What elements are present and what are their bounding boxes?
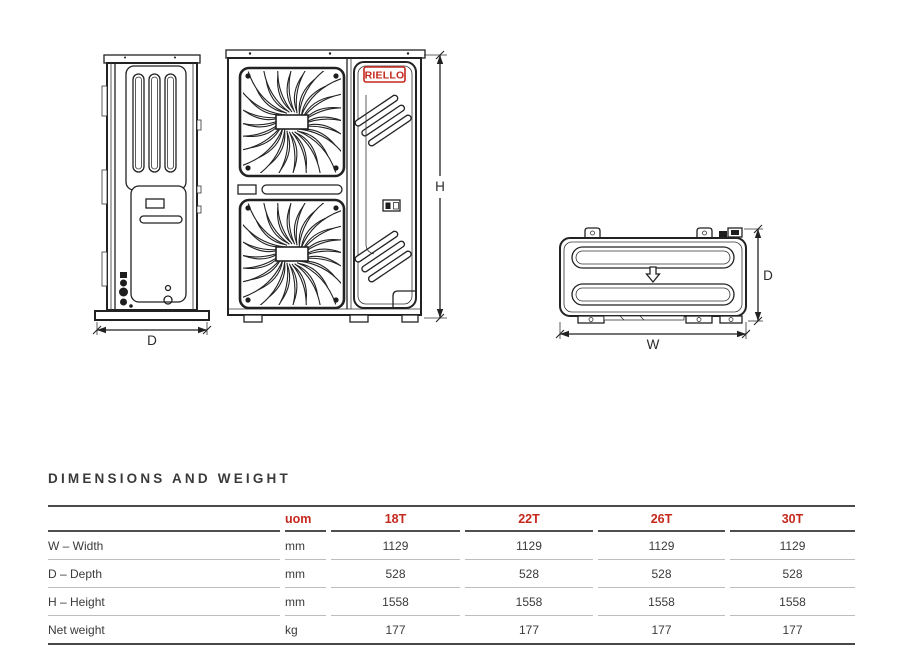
airflow-arrow-icon — [645, 266, 661, 284]
front-view-drawing: RIELLO H — [215, 45, 447, 331]
value-cell: 528 — [598, 560, 725, 588]
value-cell: 177 — [385, 623, 406, 637]
top-width-dimension: W — [555, 322, 751, 352]
dimension-label-side-depth: D — [147, 333, 157, 348]
brand-logo: RIELLO — [363, 66, 406, 83]
column-header-blank — [48, 507, 280, 532]
top-view-drawing: W D — [555, 224, 773, 352]
value-cell: 1558 — [331, 588, 460, 616]
row-label: W – Width — [48, 532, 280, 560]
value-cell: 528 — [465, 560, 593, 588]
top-depth-dimension: D — [744, 224, 773, 326]
row-label: H – Height — [48, 588, 280, 616]
value-cell: 1129 — [465, 532, 593, 560]
dimension-label-height: H — [435, 179, 445, 194]
value-cell: 528 — [331, 560, 460, 588]
column-header-18t: 18T — [331, 507, 460, 532]
value-cell: 1129 — [331, 532, 460, 560]
brand-logo-text: RIELLO — [365, 70, 405, 82]
value-cell: 1558 — [598, 588, 725, 616]
value-cell: 1129 — [598, 532, 725, 560]
dimension-label-top-depth: D — [763, 268, 773, 283]
side-depth-dimension: D — [92, 322, 212, 348]
row-label: D – Depth — [48, 560, 280, 588]
technical-drawings: D RIELLO — [92, 0, 773, 352]
side-view-drawing: D — [92, 54, 212, 348]
value-cell: 177 — [651, 623, 672, 637]
value-cell: 528 — [730, 560, 855, 588]
uom-cell: mm — [285, 532, 326, 560]
dimension-label-top-width: W — [647, 337, 660, 352]
column-header-uom: uom — [285, 507, 326, 532]
dimensions-table: uom 18T 22T 26T 30T W – Width mm 1129 11… — [48, 505, 855, 645]
row-label: Net weight — [48, 623, 105, 637]
uom-cell: kg — [285, 623, 298, 637]
value-cell: 177 — [518, 623, 540, 637]
front-height-dimension: H — [424, 50, 447, 323]
column-header-30t: 30T — [730, 507, 855, 532]
value-cell: 1558 — [730, 588, 855, 616]
value-cell: 1558 — [465, 588, 593, 616]
column-header-22t: 22T — [465, 507, 593, 532]
uom-cell: mm — [285, 560, 326, 588]
value-cell: 177 — [782, 623, 803, 637]
section-title: DIMENSIONS AND WEIGHT — [48, 471, 291, 486]
value-cell: 1129 — [730, 532, 855, 560]
uom-cell: mm — [285, 588, 326, 616]
column-header-26t: 26T — [598, 507, 725, 532]
